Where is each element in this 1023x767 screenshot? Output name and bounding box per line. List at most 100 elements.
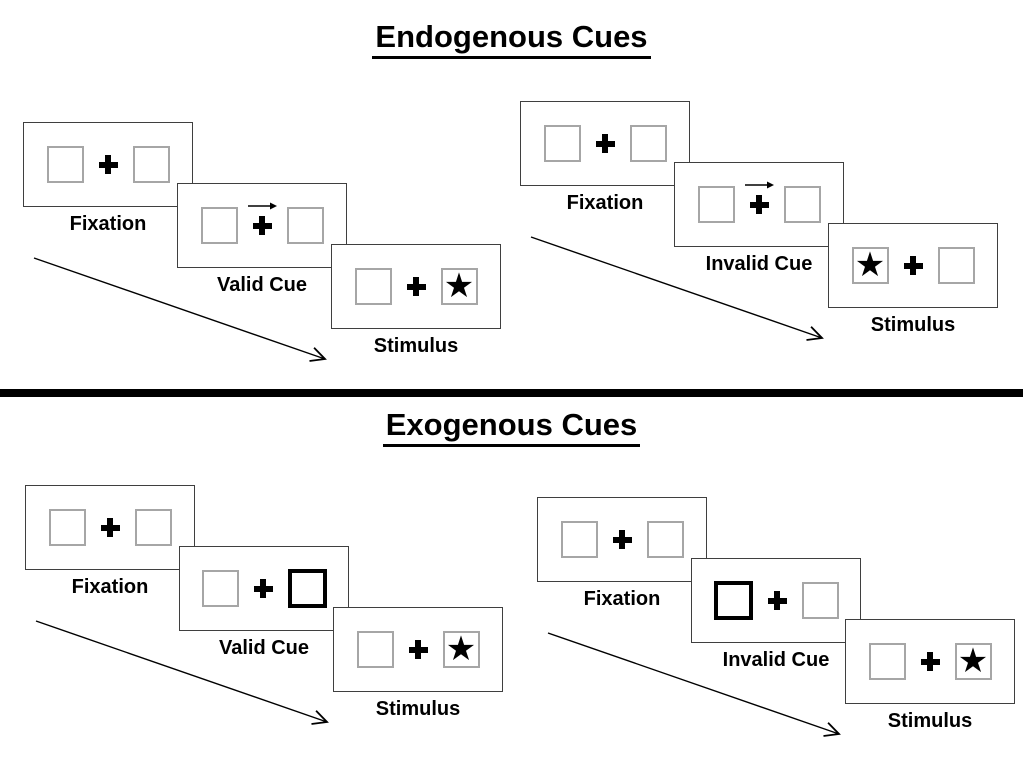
panel-label: Invalid Cue [722,649,830,671]
panel-fixation [23,122,193,207]
panel-label: Fixation [71,576,149,598]
panel-center [767,591,787,610]
panel-center [595,134,615,153]
panel-center [408,640,428,659]
panel-step-cue: Valid Cue [177,183,347,296]
placeholder-box-right [629,125,667,162]
panel-stimulus: ★ [828,223,998,308]
panel-step-fixation: Fixation [23,122,193,235]
placeholder-box-left [48,509,86,546]
placeholder-box-left [697,186,735,223]
placeholder-box-left [354,268,392,305]
placeholder-box-right [646,521,684,558]
star-stimulus-icon: ★ [445,629,477,668]
panel-label: Stimulus [887,710,973,732]
fixation-cross-icon [920,652,940,671]
panel-center [248,202,277,235]
placeholder-box-left [543,125,581,162]
panel-center [920,652,940,671]
panel-valid-cue [177,183,347,268]
placeholder-box-left [201,570,239,607]
panel-step-stimulus: ★ Stimulus [845,619,1015,732]
panel-center [100,518,120,537]
placeholder-box-right [286,207,324,244]
cue-arrow-icon [247,199,277,217]
fixation-cross-icon [767,591,787,610]
panel-center [98,155,118,174]
placeholder-box-right: ★ [440,266,478,305]
panel-label: Stimulus [375,698,461,720]
panel-step-fixation: Fixation [537,497,707,610]
placeholder-box-left [868,643,906,680]
timeline-arrow [520,226,850,366]
panel-step-stimulus: ★ Stimulus [331,244,501,357]
placeholder-box-left [200,207,238,244]
panel-step-fixation: Fixation [520,101,690,214]
star-stimulus-icon: ★ [854,245,886,284]
placeholder-box-left: ★ [851,245,889,284]
fixation-cross-icon [595,134,615,153]
panel-label: Invalid Cue [705,253,813,275]
panel-step-cue: Valid Cue [179,546,349,659]
fixation-cross-icon [408,640,428,659]
section-divider [0,389,1023,397]
panel-invalid-cue [691,558,861,643]
timeline-arrow [537,622,867,762]
panel-label: Valid Cue [218,637,310,659]
panel-label: Fixation [583,588,661,610]
fixation-cross-icon [903,256,923,275]
panel-valid-cue [179,546,349,631]
panel-step-stimulus: ★ Stimulus [333,607,503,720]
panel-stimulus: ★ [331,244,501,329]
placeholder-box-right [134,509,172,546]
cue-arrow-icon [744,178,774,196]
fixation-cross-icon [749,195,769,214]
placeholder-box-right [132,146,170,183]
placeholder-box-left [560,521,598,558]
placeholder-box-right: ★ [442,629,480,668]
panel-center [745,181,774,214]
panel-invalid-cue [674,162,844,247]
panel-fixation [520,101,690,186]
placeholder-box-right: ★ [954,641,992,680]
cue-highlight-box-left [713,581,753,620]
panel-center [903,256,923,275]
panel-fixation [537,497,707,582]
panel-step-cue: Invalid Cue [674,162,844,275]
placeholder-box-right [937,247,975,284]
panel-label: Stimulus [373,335,459,357]
fixation-cross-icon [612,530,632,549]
star-stimulus-icon: ★ [957,641,989,680]
timeline-arrow [23,247,353,387]
endogenous-section-title: Endogenous Cues [0,18,1023,60]
fixation-cross-icon [253,579,273,598]
panel-fixation [25,485,195,570]
panel-step-fixation: Fixation [25,485,195,598]
endogenous-title-text: Endogenous Cues [372,18,651,60]
cue-highlight-box-right [287,569,327,608]
panel-center [612,530,632,549]
timeline-arrow [25,610,355,750]
panel-label: Valid Cue [216,274,308,296]
panel-label: Fixation [566,192,644,214]
panel-stimulus: ★ [845,619,1015,704]
star-stimulus-icon: ★ [443,266,475,305]
exogenous-section-title: Exogenous Cues [0,406,1023,448]
panel-step-stimulus: ★ Stimulus [828,223,998,336]
panel-step-cue: Invalid Cue [691,558,861,671]
fixation-cross-icon [100,518,120,537]
panel-center [253,579,273,598]
fixation-cross-icon [252,216,272,235]
placeholder-box-right [783,186,821,223]
panel-label: Stimulus [870,314,956,336]
exogenous-title-text: Exogenous Cues [382,406,641,448]
fixation-cross-icon [98,155,118,174]
fixation-cross-icon [406,277,426,296]
panel-stimulus: ★ [333,607,503,692]
panel-center [406,277,426,296]
